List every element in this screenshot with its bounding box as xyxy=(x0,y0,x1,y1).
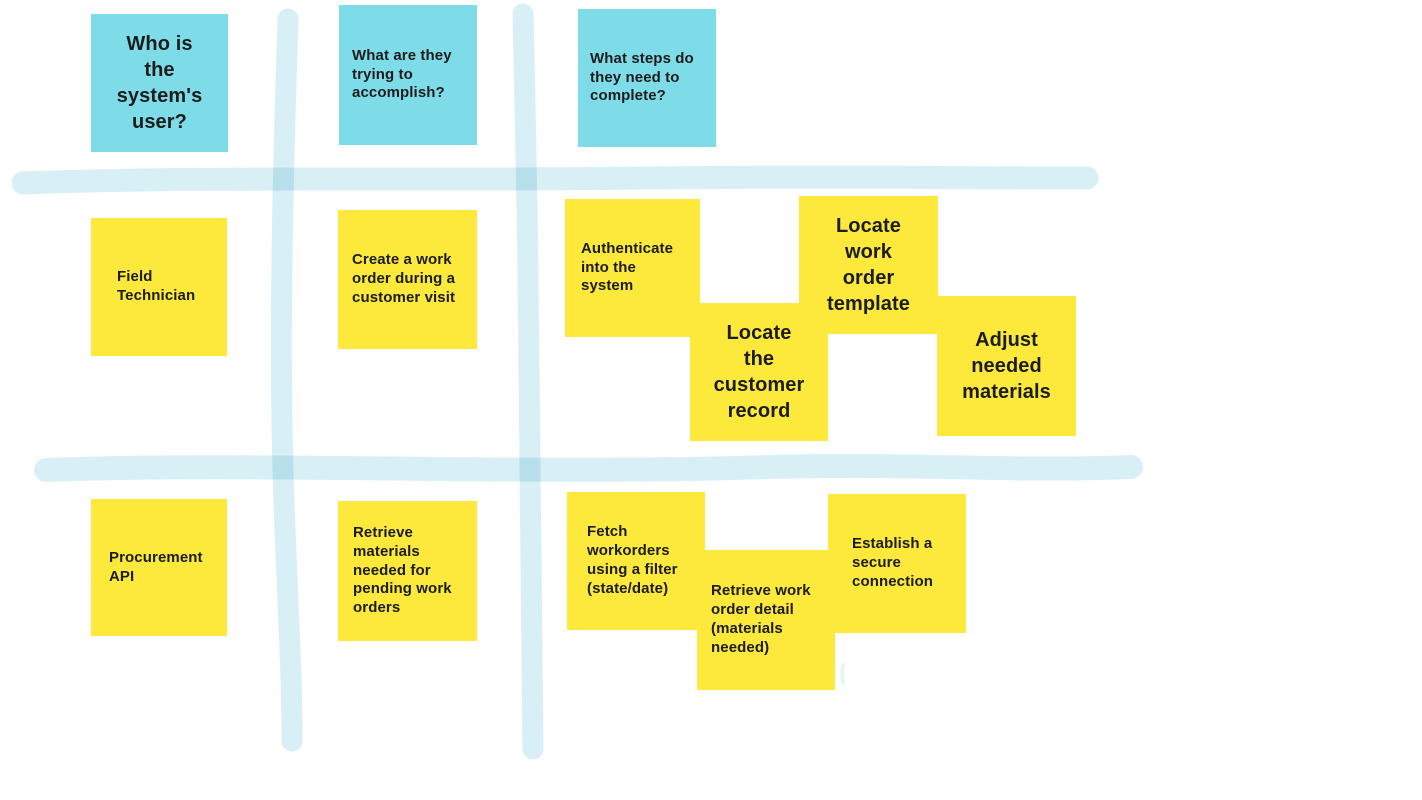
sticky-note-text: Authenticate into the system xyxy=(581,239,674,295)
sticky-note-retrieve-materials[interactable]: Retrieve materials needed for pending wo… xyxy=(338,501,477,641)
sticky-note-text: Fetch workorders using a filter (state/d… xyxy=(587,523,678,597)
sticky-note-establish-connection[interactable]: Establish a secure connection xyxy=(828,494,966,633)
sticky-note-retrieve-order-detail[interactable]: Retrieve work order detail (materials ne… xyxy=(697,550,835,690)
sticky-note-text: Locate work order template xyxy=(826,215,911,315)
grid-line-horizontal-2[interactable] xyxy=(34,453,1143,482)
grid-line-horizontal-1[interactable] xyxy=(11,165,1099,195)
grid-line-vertical-2[interactable] xyxy=(512,3,544,760)
stray-mark[interactable] xyxy=(840,663,845,685)
sticky-note-text: What are they trying to accomplish? xyxy=(352,46,452,102)
sticky-note-text: Retrieve work order detail (materials ne… xyxy=(711,582,811,656)
sticky-note-text: Adjust needed materials xyxy=(962,329,1051,403)
sticky-note-text: Who is the system's user? xyxy=(116,33,203,133)
sticky-note-create-work-order[interactable]: Create a work order during a customer vi… xyxy=(338,210,477,349)
sticky-note-procurement-api[interactable]: Procurement API xyxy=(91,499,227,636)
sticky-note-text: Create a work order during a customer vi… xyxy=(352,251,456,306)
sticky-note-what-steps[interactable]: What steps do they need to complete? xyxy=(578,9,716,147)
sticky-note-text: Retrieve materials needed for pending wo… xyxy=(353,523,452,617)
grid-line-vertical-1[interactable] xyxy=(270,8,303,752)
sticky-note-text: Field Technician xyxy=(117,268,196,304)
sticky-note-authenticate[interactable]: Authenticate into the system xyxy=(565,199,700,337)
sticky-note-adjust-materials[interactable]: Adjust needed materials xyxy=(937,296,1076,436)
sticky-note-locate-customer[interactable]: Locate the customer record xyxy=(690,303,828,441)
sticky-note-what-accomplish[interactable]: What are they trying to accomplish? xyxy=(339,5,477,145)
sticky-note-text: What steps do they need to complete? xyxy=(590,49,694,105)
sticky-note-fetch-workorders[interactable]: Fetch workorders using a filter (state/d… xyxy=(567,492,705,630)
sticky-note-text: Procurement API xyxy=(109,548,203,585)
sticky-note-who-is-user[interactable]: Who is the system's user? xyxy=(91,14,228,152)
sticky-note-field-technician[interactable]: Field Technician xyxy=(91,218,227,356)
sticky-note-text: Locate the customer record xyxy=(713,322,805,422)
sticky-note-text: Establish a secure connection xyxy=(852,535,934,590)
